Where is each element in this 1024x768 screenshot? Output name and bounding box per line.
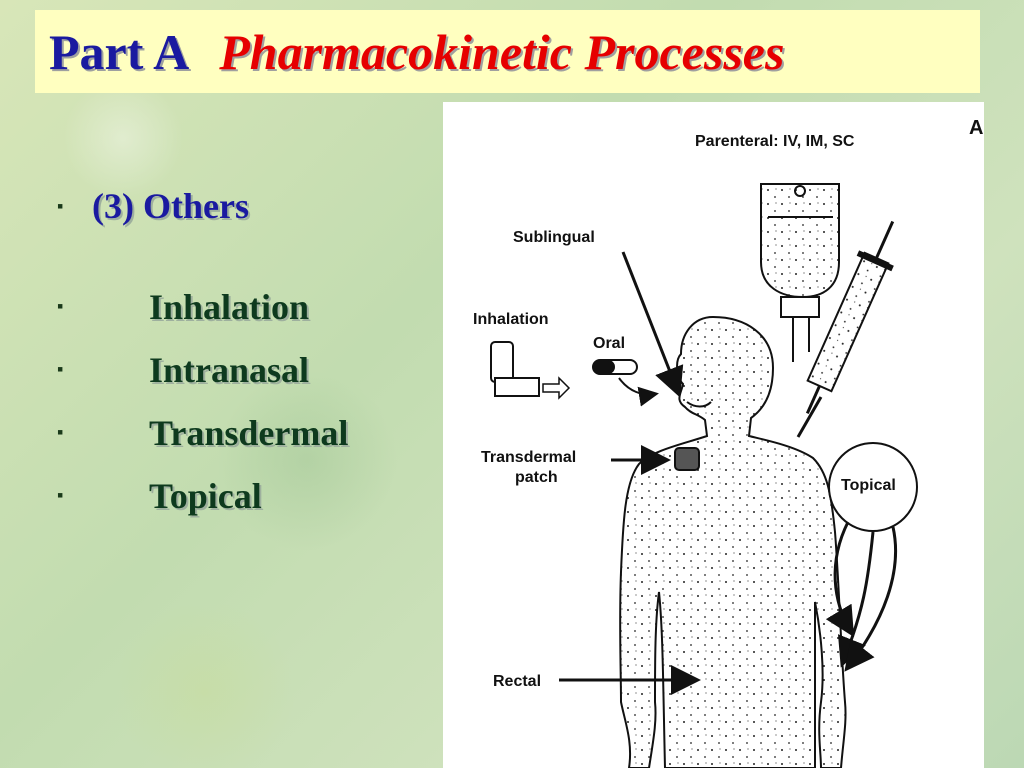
list-item: ▪ Topical (57, 464, 348, 527)
title-part: Part A (49, 23, 190, 80)
bullet-square-icon: ▪ (57, 359, 64, 379)
list-item: ▪ Intranasal (57, 338, 348, 401)
sub-bullet-text: Inhalation (149, 286, 310, 327)
label-patch: patch (515, 469, 558, 486)
title-bar: Part A Pharmacokinetic Processes (35, 10, 980, 93)
main-bullet: ▪ (3) Others (57, 185, 249, 227)
sub-bullet-list: ▪ Inhalation ▪ Intranasal ▪ Transdermal … (57, 275, 348, 527)
label-rectal: Rectal (493, 673, 541, 690)
sublingual-arrow (621, 251, 684, 398)
list-item: ▪ Transdermal (57, 401, 348, 464)
iv-bag-icon (760, 183, 840, 362)
body-diagram: Parenteral: IV, IM, SC A Sublingual Inha… (473, 117, 983, 768)
label-inhalation: Inhalation (473, 311, 549, 328)
title-subject: Pharmacokinetic Processes (219, 23, 785, 80)
label-oral: Oral (593, 335, 625, 352)
label-parenteral: Parenteral: IV, IM, SC (695, 133, 855, 150)
inhaler-icon (490, 341, 571, 400)
label-sublingual: Sublingual (513, 229, 595, 246)
sub-bullet-text: Intranasal (149, 349, 310, 390)
topical-circle-icon (825, 442, 918, 672)
routes-of-administration-figure: Parenteral: IV, IM, SC A Sublingual Inha… (443, 102, 984, 768)
human-body-outline (619, 315, 847, 768)
parenteral-arrow (796, 396, 823, 438)
transdermal-patch-icon (674, 447, 700, 471)
pill-icon (592, 359, 659, 407)
label-topical: Topical (841, 477, 896, 494)
main-bullet-text: (3) Others (92, 186, 249, 226)
bullet-square-icon: ▪ (57, 195, 64, 216)
bullet-square-icon: ▪ (57, 422, 64, 442)
label-transdermal: Transdermal (481, 449, 576, 466)
syringe-icon (805, 220, 895, 414)
bullet-square-icon: ▪ (57, 485, 64, 505)
sub-bullet-text: Transdermal (149, 412, 349, 453)
label-corner: A (969, 117, 983, 139)
list-item: ▪ Inhalation (57, 275, 348, 338)
sub-bullet-text: Topical (149, 475, 262, 516)
bullet-square-icon: ▪ (57, 296, 64, 316)
